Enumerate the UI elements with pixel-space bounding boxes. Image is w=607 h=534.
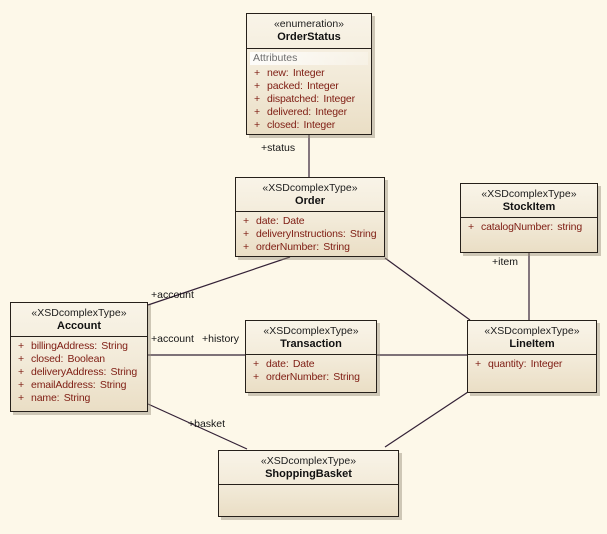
visibility-public-marker: + (243, 228, 249, 240)
lineitem-stereotype: «XSDcomplexType» (484, 325, 580, 337)
transaction-attribute-text: orderNumber: String (266, 371, 360, 383)
account-attribute-row: + name: String (11, 392, 147, 405)
orderstatus-attribute-text: packed: Integer (267, 80, 339, 92)
class-node-shoppingbasket[interactable]: «XSDcomplexType»ShoppingBasket (218, 450, 399, 517)
visibility-public-marker: + (475, 358, 481, 370)
role-label-transaction-account[interactable]: +account (151, 333, 194, 345)
lineitem-name: LineItem (509, 338, 555, 350)
account-shoppingbasket-connector[interactable] (147, 403, 248, 450)
shoppingbasket-name: ShoppingBasket (265, 468, 352, 480)
class-node-order[interactable]: «XSDcomplexType»Order + date: Date + deliver… (235, 177, 385, 257)
order-account-connector[interactable] (147, 256, 291, 306)
orderstatus-attribute-row: + packed: Integer (247, 80, 371, 93)
class-node-account[interactable]: «XSDcomplexType»Account + billingAddress: … (10, 302, 148, 412)
orderstatus-attribute-row: + dispatched: Integer (247, 93, 371, 106)
shoppingbasket-header: «XSDcomplexType»ShoppingBasket (219, 451, 398, 484)
transaction-attribute-row: + date: Date (246, 358, 376, 371)
visibility-public-marker: + (253, 358, 259, 370)
class-node-stockitem[interactable]: «XSDcomplexType»StockItem + catalogNumber:… (460, 183, 598, 253)
stockitem-attributes-compartment: + catalogNumber: string (461, 217, 597, 252)
role-label-order-account[interactable]: +account (151, 289, 194, 301)
account-header: «XSDcomplexType»Account (11, 303, 147, 336)
visibility-public-marker: + (254, 93, 260, 105)
orderstatus-name: OrderStatus (277, 31, 341, 43)
role-label-basket[interactable]: +basket (188, 418, 226, 430)
account-attribute-text: closed: Boolean (31, 353, 105, 365)
orderstatus-attribute-text: delivered: Integer (267, 106, 347, 118)
lineitem-attribute-text: quantity: Integer (488, 358, 563, 370)
account-attribute-row: + closed: Boolean (11, 353, 147, 366)
order-lineitem-connector[interactable] (384, 257, 471, 321)
stockitem-name: StockItem (502, 201, 556, 213)
visibility-public-marker: + (18, 379, 24, 391)
order-attribute-row: + deliveryInstructions: String (236, 228, 384, 241)
lineitem-attributes-compartment: + quantity: Integer (468, 354, 596, 392)
visibility-public-marker: + (243, 215, 249, 227)
role-label-item[interactable]: +item (492, 256, 518, 268)
orderstatus-header: «enumeration»OrderStatus (247, 14, 371, 48)
stockitem-header: «XSDcomplexType»StockItem (461, 184, 597, 217)
order-attribute-text: deliveryInstructions: String (256, 228, 377, 240)
order-name: Order (295, 195, 325, 207)
order-attribute-row: + date: Date (236, 215, 384, 228)
lineitem-header: «XSDcomplexType»LineItem (468, 321, 596, 354)
visibility-public-marker: + (253, 371, 259, 383)
transaction-attribute-row: + orderNumber: String (246, 371, 376, 384)
account-attribute-text: emailAddress: String (31, 379, 127, 391)
transaction-stereotype: «XSDcomplexType» (263, 325, 359, 337)
visibility-public-marker: + (243, 241, 249, 253)
orderstatus-attribute-text: dispatched: Integer (267, 93, 355, 105)
order-stereotype: «XSDcomplexType» (262, 182, 358, 194)
stockitem-stereotype: «XSDcomplexType» (481, 188, 577, 200)
visibility-public-marker: + (254, 106, 260, 118)
visibility-public-marker: + (254, 80, 260, 92)
visibility-public-marker: + (18, 366, 24, 378)
account-stereotype: «XSDcomplexType» (31, 307, 127, 319)
account-attribute-row: + deliveryAddress: String (11, 366, 147, 379)
shoppingbasket-attributes-compartment (219, 484, 398, 516)
role-label-transaction-history[interactable]: +history (202, 333, 240, 345)
orderstatus-attributes-compartment: Attributes+new: Integer+packed: Integer+… (247, 48, 371, 134)
lineitem-shoppingbasket-connector[interactable] (384, 391, 469, 448)
class-node-transaction[interactable]: «XSDcomplexType»Transaction + date: Date + o… (245, 320, 377, 393)
orderstatus-attribute-row: + closed: Integer (247, 119, 371, 132)
stockitem-attribute-text: catalogNumber: string (481, 221, 583, 233)
account-attribute-row: + emailAddress: String (11, 379, 147, 392)
order-attribute-text: date: Date (256, 215, 305, 227)
transaction-header: «XSDcomplexType»Transaction (246, 321, 376, 354)
account-attribute-text: billingAddress: String (31, 340, 128, 352)
visibility-public-marker: + (254, 67, 260, 79)
account-attribute-text: name: String (31, 392, 91, 404)
visibility-public-marker: + (254, 119, 260, 131)
visibility-public-marker: + (18, 353, 24, 365)
class-node-lineitem[interactable]: «XSDcomplexType»LineItem + quantity: Integ… (467, 320, 597, 393)
transaction-attribute-text: date: Date (266, 358, 315, 370)
orderstatus-attribute-text: closed: Integer (267, 119, 336, 131)
orderstatus-section-label: Attributes (250, 52, 368, 65)
orderstatus-attribute-row: + new: Integer (247, 67, 371, 80)
role-label-status[interactable]: +status (261, 142, 296, 154)
visibility-public-marker: + (468, 221, 474, 233)
account-attribute-row: + billingAddress: String (11, 340, 147, 353)
account-name: Account (57, 320, 101, 332)
account-attribute-text: deliveryAddress: String (31, 366, 138, 378)
visibility-public-marker: + (18, 340, 24, 352)
stockitem-attribute-row: + catalogNumber: string (461, 221, 597, 234)
order-header: «XSDcomplexType»Order (236, 178, 384, 211)
shoppingbasket-stereotype: «XSDcomplexType» (260, 455, 357, 467)
lineitem-attribute-row: + quantity: Integer (468, 358, 596, 371)
orderstatus-attribute-text: new: Integer (267, 67, 325, 79)
account-attributes-compartment: +billingAddress: String+closed: Boolean+… (11, 336, 147, 411)
transaction-attributes-compartment: + date: Date + orderNumber: String (246, 354, 376, 392)
orderstatus-stereotype: «enumeration» (273, 18, 345, 30)
order-attribute-row: + orderNumber: String (236, 241, 384, 254)
order-attributes-compartment: + date: Date + deliveryInstructions: String… (236, 211, 384, 256)
order-attribute-text: orderNumber: String (256, 241, 350, 253)
transaction-name: Transaction (280, 338, 342, 350)
visibility-public-marker: + (18, 392, 24, 404)
orderstatus-attribute-row: + delivered: Integer (247, 106, 371, 119)
